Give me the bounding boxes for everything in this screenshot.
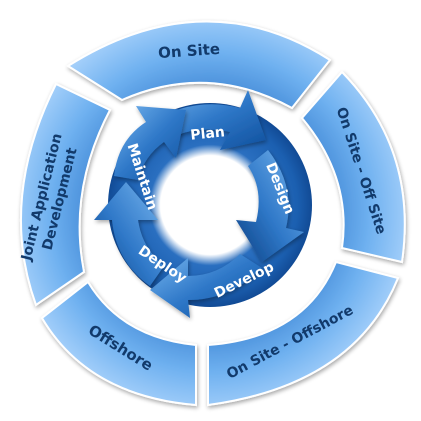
inner-hole	[162, 157, 258, 253]
arrow-deploy	[94, 182, 164, 286]
inner-cycle	[94, 90, 312, 318]
arrow-plan	[150, 90, 266, 150]
arrow-design	[236, 150, 304, 262]
segment-joint-application-development	[20, 82, 112, 307]
label-on-site: On Site	[158, 40, 221, 62]
outer-ring	[20, 20, 406, 407]
segment-on-site-off-site	[300, 70, 406, 264]
arrow-develop	[150, 254, 262, 318]
label-plan: Plan	[190, 124, 226, 144]
segment-on-site	[66, 20, 332, 110]
segment-on-site-offshore	[207, 260, 400, 407]
arrow-maintain	[114, 106, 186, 180]
segment-offshore	[40, 280, 197, 407]
